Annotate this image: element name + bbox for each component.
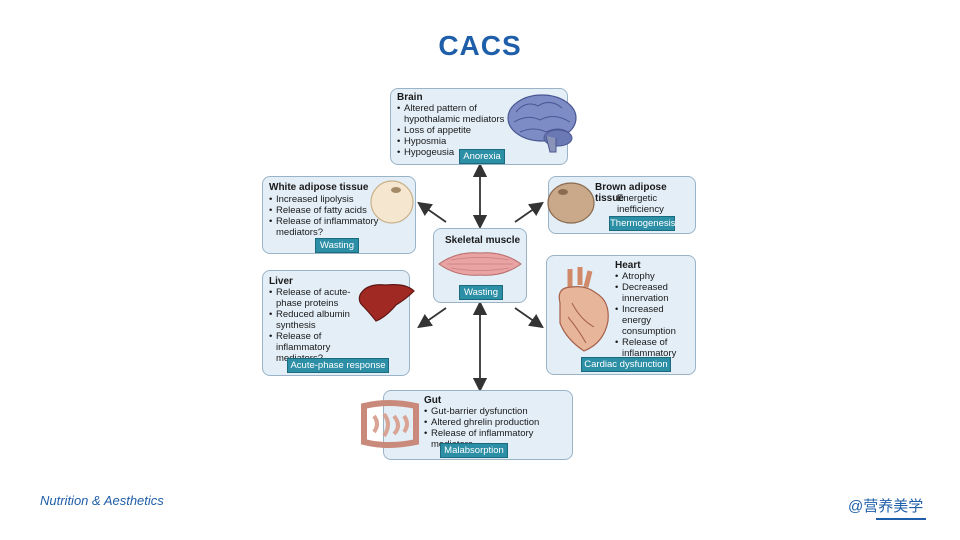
- gut-tag: Malabsorption: [440, 443, 508, 458]
- list-item: Altered ghrelin production: [424, 417, 574, 428]
- list-item: Loss of appetite: [397, 125, 515, 136]
- list-item: Increased energy consumption: [615, 304, 695, 337]
- footer-brand-en: Nutrition & Aesthetics: [40, 493, 164, 508]
- muscle-icon: [438, 252, 522, 276]
- brain-tag: Anorexia: [459, 149, 505, 164]
- brown-fat-cell-icon: [547, 182, 595, 224]
- list-item: Hypogeusia: [397, 147, 515, 158]
- brain-list: Altered pattern of hypothalamic mediator…: [397, 103, 515, 158]
- heart-icon: [558, 267, 609, 352]
- list-item: Release of inflammatory mediators?: [269, 216, 379, 238]
- white-adipose-list: Increased lipolysis Release of fatty aci…: [269, 194, 379, 238]
- brown-adipose-tag: Thermogenesis: [609, 216, 676, 231]
- liver-icon: [358, 284, 415, 322]
- list-item: Release of acute-phase proteins: [269, 287, 359, 309]
- list-item: Release of fatty acids: [269, 205, 379, 216]
- white-adipose-tag: Wasting: [315, 238, 359, 253]
- liver-tag: Acute-phase response: [287, 358, 389, 373]
- fat-cell-icon: [370, 180, 414, 224]
- skeletal-muscle-title: Skeletal muscle: [445, 235, 521, 246]
- liver-list: Release of acute-phase proteins Reduced …: [269, 287, 359, 364]
- brown-adipose-title: Brown adipose tissue: [595, 182, 667, 204]
- heart-list: Atrophy Decreased innervation Increased …: [615, 271, 695, 370]
- footer-underline: [876, 518, 926, 520]
- page-title: CACS: [438, 30, 522, 61]
- liver-title: Liver: [269, 276, 293, 287]
- list-item: Reduced albumin synthesis: [269, 309, 359, 331]
- arrow-heart: [514, 307, 544, 329]
- brain-icon: [507, 94, 577, 153]
- arrow-brown-adipose: [514, 201, 544, 223]
- gut-title: Gut: [424, 395, 442, 406]
- list-item: Hyposmia: [397, 136, 515, 147]
- list-item: Decreased innervation: [615, 282, 695, 304]
- arrow-liver: [417, 307, 447, 329]
- list-item: Increased lipolysis: [269, 194, 379, 205]
- gut-box: Gut Gut-barrier dysfunction Altered ghre…: [383, 390, 573, 460]
- heart-title: Heart: [615, 260, 641, 271]
- list-item: Atrophy: [615, 271, 695, 282]
- gut-icon: [361, 400, 419, 448]
- skeletal-muscle-tag: Wasting: [459, 285, 503, 300]
- list-item: Altered pattern of hypothalamic mediator…: [397, 103, 515, 125]
- heart-tag: Cardiac dysfunction: [581, 357, 671, 372]
- brown-adipose-text: Energetic inefficiency: [617, 193, 664, 215]
- list-item: Gut-barrier dysfunction: [424, 406, 574, 417]
- brain-title: Brain: [397, 92, 423, 103]
- arrow-white-adipose: [417, 201, 447, 223]
- footer-brand-cn: @营养美学: [848, 498, 924, 515]
- white-adipose-title: White adipose tissue: [269, 182, 369, 193]
